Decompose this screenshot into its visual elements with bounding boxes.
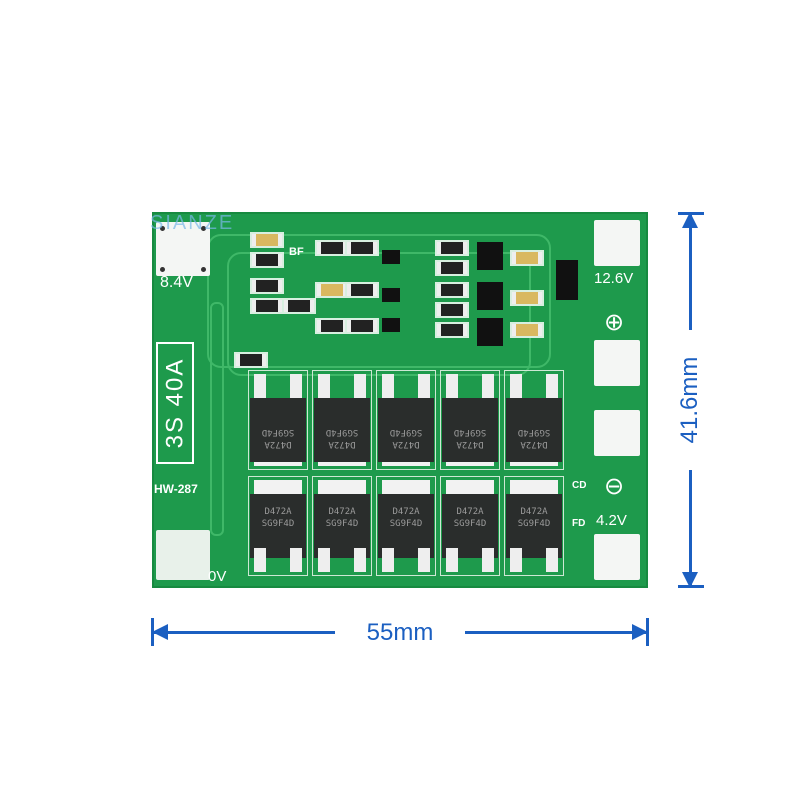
smd-component bbox=[252, 234, 282, 246]
pad-b3 bbox=[594, 410, 640, 456]
smd-component bbox=[252, 280, 282, 292]
smd-component bbox=[437, 262, 467, 274]
rating-box: 3S 40A bbox=[156, 342, 194, 464]
mosfet: D472A SG9F4D bbox=[504, 476, 564, 576]
plus-symbol: ⊕ bbox=[604, 309, 625, 336]
pcb-trace bbox=[210, 302, 224, 536]
label-12v6: 12.6V bbox=[594, 270, 634, 287]
label-fd: FD bbox=[572, 518, 586, 529]
smd-component bbox=[252, 300, 282, 312]
arrow-down-icon bbox=[682, 572, 698, 588]
dimension-tick bbox=[678, 212, 704, 215]
smd-component bbox=[437, 242, 467, 254]
label-bf: BF bbox=[289, 246, 304, 258]
pad-0v bbox=[156, 530, 210, 580]
smd-component bbox=[236, 354, 266, 366]
dimension-tick bbox=[678, 585, 704, 588]
mosfet: D472A SG9F4D bbox=[376, 476, 436, 576]
smd-component bbox=[512, 324, 542, 336]
mosfet-marking-1: D472A bbox=[456, 507, 484, 517]
smd-component bbox=[437, 284, 467, 296]
pcb-board: 8.4V 0V 3S 40A HW-287 BF 12.6V ⊕ ⊖ 4.2V … bbox=[152, 212, 648, 588]
smd-component bbox=[512, 292, 542, 304]
pcb-trace bbox=[227, 252, 531, 376]
smd-component bbox=[317, 242, 347, 254]
mosfet-marking-2: SG9F4D bbox=[325, 519, 359, 529]
mosfet: D472A SG9F4D bbox=[440, 476, 500, 576]
model-label: HW-287 bbox=[154, 482, 198, 496]
mosfet-marking-1: D472A bbox=[328, 507, 356, 517]
mosfet: D472A SG9F4D bbox=[248, 476, 308, 576]
pad-b1 bbox=[594, 220, 640, 266]
ic-chip bbox=[382, 250, 400, 264]
label-gap bbox=[680, 330, 702, 470]
label-gap bbox=[335, 618, 465, 648]
pad-8v4 bbox=[156, 222, 210, 276]
pcb-trace bbox=[207, 234, 551, 368]
pad-b-minus bbox=[594, 534, 640, 580]
smd-component bbox=[317, 284, 347, 296]
ic-chip bbox=[556, 260, 578, 300]
pad-b2 bbox=[594, 340, 640, 386]
mosfet-marking-1: D472A bbox=[392, 507, 420, 517]
label-4v2: 4.2V bbox=[596, 512, 627, 529]
ic-chip bbox=[477, 282, 503, 310]
watermark: SIANZE bbox=[150, 212, 235, 234]
smd-component bbox=[347, 284, 377, 296]
arrow-right-icon bbox=[632, 624, 648, 640]
ic-chip bbox=[382, 318, 400, 332]
mosfet-marking-2: SG9F4D bbox=[517, 519, 551, 529]
smd-component bbox=[512, 252, 542, 264]
arrow-left-icon bbox=[152, 624, 168, 640]
ic-chip bbox=[477, 318, 503, 346]
arrow-up-icon bbox=[682, 212, 698, 228]
width-dimension-label: 55mm bbox=[366, 619, 434, 646]
smd-component bbox=[252, 254, 282, 266]
minus-symbol: ⊖ bbox=[604, 473, 625, 500]
label-cd: CD bbox=[572, 480, 587, 491]
smd-component bbox=[347, 320, 377, 332]
smd-component bbox=[347, 242, 377, 254]
ic-chip bbox=[382, 288, 400, 302]
mosfet-marking-1: D472A bbox=[264, 507, 292, 517]
ic-chip bbox=[477, 242, 503, 270]
smd-component bbox=[437, 304, 467, 316]
label-8v4: 8.4V bbox=[160, 274, 193, 291]
mosfet-marking-2: SG9F4D bbox=[453, 519, 487, 529]
smd-component bbox=[317, 320, 347, 332]
mosfet: D472A SG9F4D bbox=[312, 476, 372, 576]
mosfet-marking-2: SG9F4D bbox=[261, 519, 295, 529]
label-0v: 0V bbox=[208, 568, 227, 585]
mosfet-marking-2: SG9F4D bbox=[389, 519, 423, 529]
mosfet-marking-1: D472A bbox=[520, 507, 548, 517]
smd-component bbox=[437, 324, 467, 336]
smd-component bbox=[284, 300, 314, 312]
